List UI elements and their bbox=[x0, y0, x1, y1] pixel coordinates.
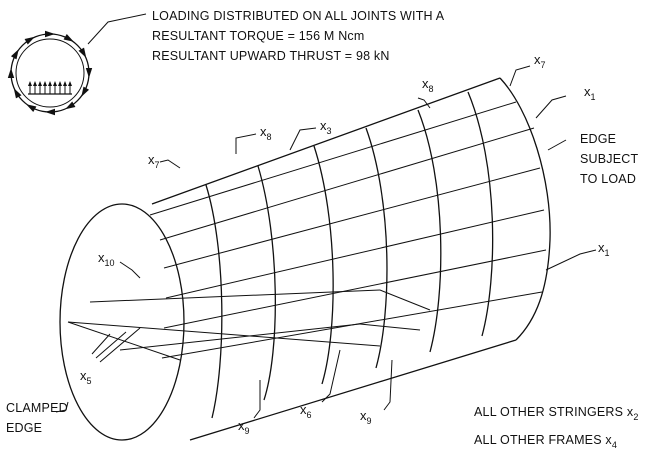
x1-top-leader bbox=[535, 95, 567, 119]
thrust-arrow-head bbox=[58, 81, 62, 86]
edge-load-line-2: SUBJECT bbox=[580, 152, 639, 166]
note-stringers: ALL OTHER STRINGERS x2 bbox=[474, 405, 639, 422]
thrust-arrows bbox=[28, 81, 72, 94]
thrust-arrow-head bbox=[48, 81, 52, 86]
torque-arrow-head bbox=[10, 49, 19, 60]
inset-inner-ring bbox=[15, 38, 85, 108]
stringer-bottom-silhouette bbox=[189, 339, 517, 441]
torque-arrow-head bbox=[85, 68, 93, 78]
edge-load-line-3: TO LOAD bbox=[580, 172, 636, 186]
x3-leader bbox=[289, 127, 317, 151]
thrust-arrow-head bbox=[28, 81, 32, 86]
label-x8-left: x8 bbox=[260, 124, 272, 142]
stringer bbox=[159, 127, 535, 241]
label-x1-right: x1 bbox=[598, 240, 610, 258]
thrust-arrow-head bbox=[38, 81, 42, 86]
stringer bbox=[163, 249, 547, 329]
floor-stringer bbox=[89, 289, 381, 303]
frame bbox=[205, 184, 223, 419]
torque-arrow-head bbox=[7, 68, 15, 78]
clamped-end-ring bbox=[59, 203, 185, 441]
floor-stringer bbox=[119, 323, 361, 351]
edge-load-line-1: EDGE bbox=[580, 132, 616, 146]
floor-stringer bbox=[67, 321, 381, 347]
floor-stringer bbox=[359, 323, 421, 331]
x8-right-leader bbox=[417, 97, 431, 109]
stringer bbox=[163, 167, 541, 269]
thrust-arrow-head bbox=[68, 81, 72, 86]
x6-leader bbox=[321, 349, 341, 403]
frame bbox=[467, 91, 494, 337]
header-line-3: RESULTANT UPWARD THRUST = 98 kN bbox=[152, 49, 390, 63]
header-line-1: LOADING DISTRIBUTED ON ALL JOINTS WITH A bbox=[152, 9, 445, 23]
label-x9-right: x9 bbox=[360, 408, 372, 426]
frame bbox=[417, 109, 442, 353]
header-line-2: RESULTANT TORQUE = 156 M Ncm bbox=[152, 29, 364, 43]
frame bbox=[365, 127, 388, 369]
x9-right-leader bbox=[383, 359, 393, 411]
frame bbox=[313, 145, 334, 385]
x1-right-leader bbox=[545, 249, 597, 271]
torque-arrow-head bbox=[24, 36, 35, 45]
label-x9-left: x9 bbox=[238, 418, 250, 436]
cylinder-body bbox=[59, 77, 551, 441]
label-x7-right: x7 bbox=[534, 52, 546, 70]
thrust-arrow-head bbox=[43, 81, 47, 86]
frame bbox=[257, 165, 276, 401]
stringer bbox=[165, 209, 545, 299]
torque-arrow-head bbox=[65, 101, 76, 110]
inset-leader bbox=[87, 13, 147, 45]
inset-outer-ring bbox=[10, 33, 90, 113]
load-inset bbox=[7, 13, 147, 116]
x7-right-leader bbox=[509, 65, 531, 87]
torque-arrows bbox=[7, 30, 93, 116]
floor-stringer bbox=[379, 289, 431, 311]
stringer bbox=[149, 101, 517, 216]
thrust-arrow-head bbox=[53, 81, 57, 86]
torque-arrow-head bbox=[78, 47, 87, 58]
member-labels: x7 x8 x3 x8 x7 x1 EDGE SUBJECT TO LOAD x… bbox=[6, 52, 639, 436]
torque-arrow-head bbox=[81, 86, 90, 97]
x9-left-leader bbox=[253, 380, 261, 419]
torque-arrow-head bbox=[26, 104, 37, 113]
note-frames: ALL OTHER FRAMES x4 bbox=[474, 433, 617, 450]
label-x6: x6 bbox=[300, 402, 312, 420]
x10-leader bbox=[119, 261, 141, 279]
stringer-top-silhouette bbox=[151, 77, 501, 205]
thrust-arrow-head bbox=[33, 81, 37, 86]
loaded-end-ring bbox=[499, 77, 551, 341]
torque-arrow-head bbox=[63, 33, 74, 42]
label-x7-left: x7 bbox=[148, 152, 160, 170]
x8-left-leader bbox=[235, 133, 257, 154]
label-x3: x3 bbox=[320, 118, 332, 136]
thrust-arrow-head bbox=[63, 81, 67, 86]
torque-arrow-head bbox=[45, 30, 55, 38]
x7-left-leader bbox=[159, 159, 181, 169]
label-x1-top: x1 bbox=[584, 84, 596, 102]
clamped-line-2: EDGE bbox=[6, 421, 42, 435]
torque-arrow-head bbox=[45, 108, 55, 116]
torque-arrow-head bbox=[13, 88, 22, 99]
clamped-leader bbox=[55, 401, 69, 413]
edge-load-leader bbox=[547, 139, 567, 151]
x5-leader bbox=[91, 327, 141, 363]
label-x5: x5 bbox=[80, 368, 92, 386]
label-x10: x10 bbox=[98, 250, 115, 268]
label-x8-right: x8 bbox=[422, 76, 434, 94]
clamped-line-1: CLAMPED bbox=[6, 401, 68, 415]
